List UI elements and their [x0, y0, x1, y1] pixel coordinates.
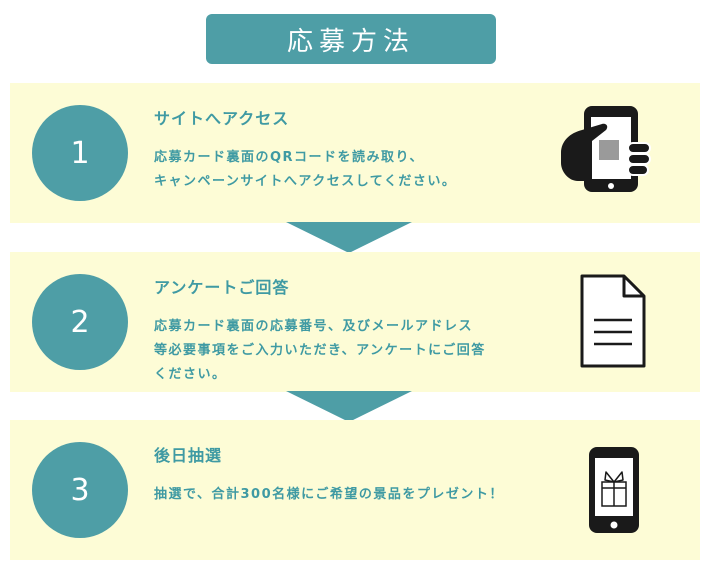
down-arrow-icon	[286, 222, 412, 253]
step-1-number: 1	[32, 105, 128, 201]
step-2-panel: 2 アンケートご回答 応募カード裏面の応募番号、及びメールアドレス 等必要事項を…	[10, 252, 700, 392]
document-icon	[580, 274, 646, 368]
step-2-number: 2	[32, 274, 128, 370]
step-1-line: キャンペーンサイトへアクセスしてください。	[154, 174, 457, 189]
step-1-line: 応募カード裏面のQRコードを読み取り、	[154, 150, 425, 165]
step-1-panel: 1 サイトへアクセス 応募カード裏面のQRコードを読み取り、 キャンペーンサイト…	[10, 83, 700, 223]
step-2-line: 等必要事項をご入力いただき、アンケートにご回答	[154, 343, 486, 358]
gift-phone-icon	[589, 447, 639, 533]
page-title: 応募方法	[206, 14, 496, 64]
step-1-title: サイトへアクセス	[154, 109, 290, 128]
step-2-line: ください。	[154, 367, 227, 382]
step-1-description: 応募カード裏面のQRコードを読み取り、 キャンペーンサイトへアクセスしてください…	[154, 146, 554, 194]
step-2-line: 応募カード裏面の応募番号、及びメールアドレス	[154, 319, 474, 334]
step-2-title: アンケートご回答	[154, 278, 290, 297]
step-3-line: 抽選で、合計300名様にご希望の景品をプレゼント！	[154, 487, 504, 502]
step-3-number: 3	[32, 442, 128, 538]
step-3-panel: 3 後日抽選 抽選で、合計300名様にご希望の景品をプレゼント！	[10, 420, 700, 560]
step-3-description: 抽選で、合計300名様にご希望の景品をプレゼント！	[154, 483, 554, 507]
hand-phone-icon	[561, 106, 651, 192]
step-3-title: 後日抽選	[154, 446, 223, 465]
down-arrow-icon	[286, 391, 412, 422]
step-2-description: 応募カード裏面の応募番号、及びメールアドレス 等必要事項をご入力いただき、アンケ…	[154, 315, 554, 387]
